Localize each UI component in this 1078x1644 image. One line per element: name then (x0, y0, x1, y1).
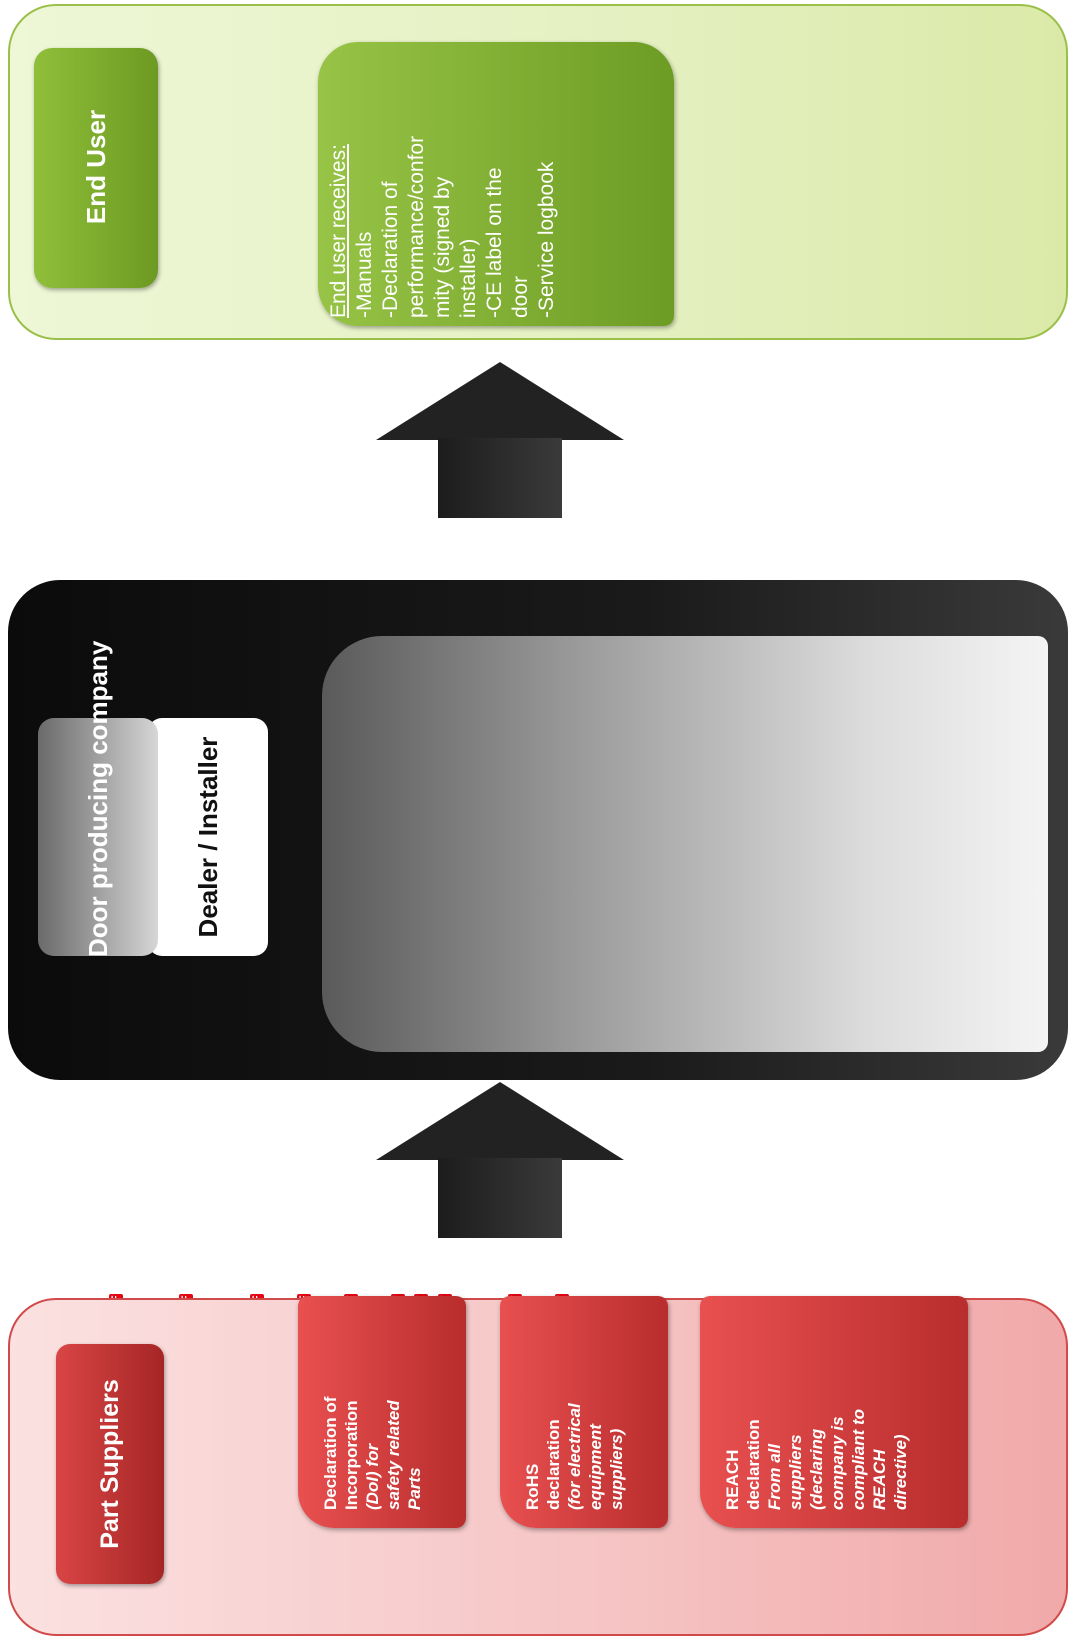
supplier-box-line: RoHS (523, 1463, 542, 1510)
door-doc-line-text: DoC (power (291, 1171, 311, 1268)
supplier-box-line: declaration (544, 1419, 563, 1510)
end-user-receives-text: End user receives: -Manuals-Declaration … (318, 44, 674, 324)
door-documentation-box: -CE Label on door-Address data-Year of p… (33, 636, 1048, 1351)
bullet-dash: - (409, 1277, 428, 1283)
arrow-shaft (438, 438, 562, 518)
supplier-box-line-italic: (declaring (807, 1428, 826, 1510)
door-doc-line-text: notified body) (127, 1170, 146, 1283)
door-doc-line: FF-ITTR (337, 941, 361, 1351)
bullet-dash: - (291, 1277, 311, 1283)
door-doc-line: notified body) (125, 941, 149, 1351)
supplier-box-line-italic: REACH (870, 1449, 889, 1510)
door-doc-line: door (266, 941, 290, 1351)
dealer-installer-tag: Dealer / Installer (148, 718, 268, 956)
door-producing-company-tag: Door producing company (38, 640, 158, 957)
door-doc-line-text: Bill of Material (362, 1151, 381, 1268)
bullet-dash: - (150, 1277, 170, 1283)
door-doc-line: FF-Directives (172, 941, 196, 1351)
door-producing-company-title: Door producing company (83, 640, 113, 957)
bullet-dash: - (385, 1277, 405, 1283)
door-doc-line-text: Year of production (80, 1117, 99, 1268)
door-doc-line: operated doors) (313, 941, 337, 1351)
supplier-box-line-italic: directive) (891, 1434, 910, 1510)
supplier-box-line-italic: Parts (405, 1467, 424, 1510)
dealer-installer-title: Dealer / Installer (193, 736, 223, 938)
door-doc-line: - Year of production (78, 941, 102, 1351)
bullet-dash: - (362, 1277, 381, 1283)
end-user-receives-item: performance/confor (405, 135, 428, 318)
door-doc-line: -Technical construction file (219, 941, 243, 1351)
bullet-dash: - (174, 1277, 193, 1283)
arrow-shaft (438, 1158, 562, 1238)
end-user-receives-item: -Service logbook (535, 161, 558, 318)
supplier-box-line-italic: company is (828, 1416, 847, 1510)
supplier-box-line: Incorporation (342, 1400, 361, 1510)
supplier-box-line-italic: compliant to (849, 1408, 868, 1510)
bullet-dash: - (80, 1277, 99, 1283)
end-user-receives-item: mity (signed by (431, 176, 454, 318)
supplier-box-line-italic: safety related (384, 1400, 403, 1510)
door-doc-line: - Unique number (149, 941, 173, 1351)
door-doc-line-text: DoP, for complete (244, 1124, 264, 1268)
supplier-box-line-italic: suppliers) (607, 1428, 626, 1510)
part-suppliers-tag: Part Suppliers (56, 1344, 164, 1584)
end-user-receives-item: door (509, 275, 532, 318)
end-user-receives-item: -Declaration of (379, 181, 402, 318)
door-doc-line-text: Directives (174, 1186, 193, 1268)
door-doc-line-text: operated doors) (315, 1153, 334, 1283)
end-user-receives-item: -CE label on the (483, 167, 506, 318)
bullet-dash: - (103, 1277, 123, 1283)
bullet-dash: - (338, 1277, 358, 1283)
supplier-box-line: REACH (723, 1449, 742, 1510)
end-user-receives-item: installer) (457, 238, 480, 318)
supplier-box-line-italic: (for electrical (565, 1403, 584, 1510)
door-documentation-list: -CE Label on door-Address data-Year of p… (17, 941, 733, 1357)
bullet-dash: - (432, 1277, 452, 1283)
part-suppliers-title: Part Suppliers (96, 1379, 124, 1549)
end-user-tag: End User (34, 48, 158, 288)
door-doc-line-text: ITTR results (by (103, 1138, 123, 1268)
door-doc-line: -CE Label on door (31, 941, 55, 1351)
door-doc-line-text: Manuals (409, 1199, 428, 1268)
end-user-receives-item: -Manuals (353, 231, 376, 318)
supplier-box-line-italic: equipment (586, 1424, 605, 1510)
bullet-dash: - (503, 1277, 522, 1283)
door-doc-line-text: ITTR (338, 1229, 358, 1268)
supplier-box-line: declaration (744, 1419, 763, 1510)
supplier-box-line-italic: suppliers (786, 1434, 805, 1510)
supplier-box-line-italic: From all (765, 1443, 784, 1510)
door-doc-line-text: door (268, 1245, 287, 1283)
door-doc-line: FF-DoC (power (290, 941, 314, 1351)
bullet-dash: - (56, 1277, 76, 1283)
door-doc-line (196, 941, 220, 1351)
door-doc-line: FF-DoP, for complete (243, 941, 267, 1351)
end-user-receives-heading: End user receives: (327, 144, 350, 318)
end-user-receives-box: End user receives: -Manuals-Declaration … (318, 42, 674, 326)
bullet-dash: - (244, 1277, 264, 1283)
arrow-up-icon (376, 362, 624, 440)
door-doc-line: - Address data (55, 941, 79, 1351)
supplier-box-line: Declaration of (321, 1396, 340, 1510)
supplier-box-line-italic: (DoI) for (363, 1443, 382, 1510)
arrow-up-icon (376, 1082, 624, 1160)
door-doc-line-text: related parts (573, 1180, 593, 1283)
door-doc-line-text: Address data (56, 1159, 76, 1268)
door-doc-line: FF-ITTR results (by (102, 941, 126, 1351)
end-user-title: End User (81, 109, 111, 225)
bullet-dash: - (550, 1277, 569, 1283)
door-doc-line-text: Unique number (150, 1142, 170, 1268)
